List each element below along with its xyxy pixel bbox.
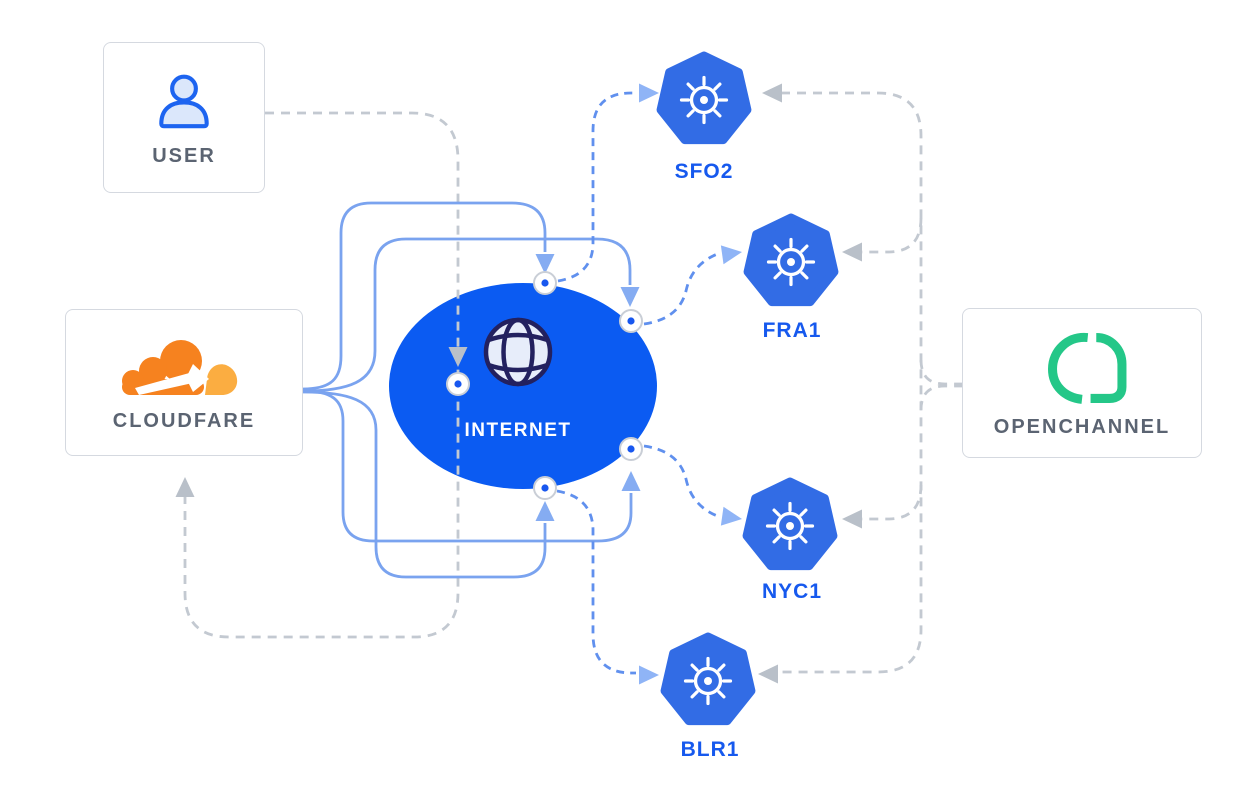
connection-point <box>619 437 643 461</box>
connection-point <box>533 271 557 295</box>
connection-point <box>446 372 470 396</box>
kubernetes-icon-sfo2 <box>661 56 747 140</box>
cluster-label-nyc1: NYC1 <box>761 580 823 603</box>
user-icon <box>159 74 209 128</box>
internet-connection-points <box>446 271 643 500</box>
kubernetes-icon-fra1 <box>748 218 834 302</box>
connection-point <box>619 309 643 333</box>
kubernetes-icon-blr1 <box>665 637 751 721</box>
user-to-internet-to-cloudflare-connector <box>183 111 460 639</box>
internet-blob <box>389 283 657 489</box>
cloudflare-label: CLOUDFARE <box>112 409 256 432</box>
openchannel-label: OPENCHANNEL <box>993 416 1171 438</box>
internet-label: INTERNET <box>464 420 572 441</box>
openchannel-box: OPENCHANNEL <box>962 308 1202 458</box>
globe-icon <box>483 317 553 387</box>
kubernetes-icon-nyc1 <box>747 482 833 566</box>
user-box: USER <box>103 42 265 193</box>
user-label: USER <box>152 144 216 167</box>
cluster-label-blr1: BLR1 <box>680 738 740 761</box>
cloudflare-to-internet-connectors <box>302 201 633 579</box>
connection-point <box>533 476 557 500</box>
cluster-label-sfo2: SFO2 <box>674 160 734 183</box>
openchannel-to-clusters-connectors <box>776 91 962 674</box>
cluster-label-fra1: FRA1 <box>762 319 822 342</box>
openchannel-logo-icon <box>1047 333 1127 404</box>
internet-to-clusters-connectors <box>556 91 721 675</box>
cloudflare-logo-icon <box>122 339 238 395</box>
cloudflare-box: CLOUDFARE <box>65 309 303 456</box>
